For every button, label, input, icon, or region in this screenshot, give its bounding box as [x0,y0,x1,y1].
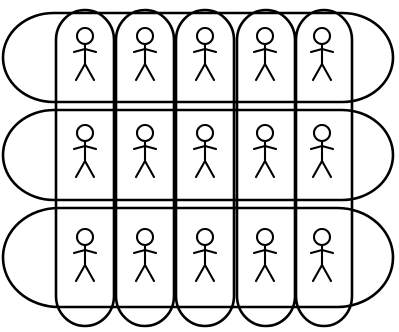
stick-figure-icon [74,125,96,177]
stick-figure-icon [311,125,333,177]
figure-legs [136,265,154,281]
figure-legs [196,265,214,281]
figure-head [197,28,213,44]
figure-head [314,125,330,141]
row-group-loop-2 [3,110,393,200]
figure-head [314,229,330,245]
figure-head [77,229,93,245]
stick-figure-icon [254,229,276,281]
figure-head [137,125,153,141]
stick-figure-icon [74,28,96,80]
figure-head [257,229,273,245]
stick-figure-icon [254,28,276,80]
stick-figure-icon [254,125,276,177]
stick-figure-icon [74,229,96,281]
stick-figure-icon [134,125,156,177]
figure-head [137,28,153,44]
figure-head [137,229,153,245]
figure-legs [313,161,331,177]
figure-head [257,125,273,141]
figure-legs [76,64,94,80]
figure-legs [136,161,154,177]
figure-head [77,28,93,44]
row-groups [3,13,393,307]
figure-head [314,28,330,44]
figure-head [77,125,93,141]
stick-figure-icon [194,125,216,177]
figure-head [197,229,213,245]
stick-figure-icon [134,229,156,281]
stick-figure-icon [311,28,333,80]
stick-figure-icon [194,229,216,281]
stick-figure-icon [134,28,156,80]
figure-legs [196,64,214,80]
figure-legs [76,265,94,281]
figure-legs [313,64,331,80]
stick-figure-icon [194,28,216,80]
stick-figure-icon [311,229,333,281]
figure-legs [256,161,274,177]
figure-head [197,125,213,141]
figure-legs [256,64,274,80]
column-group-loop-5 [296,10,352,326]
row-group-loop-1 [3,13,393,102]
figure-legs [136,64,154,80]
figure-head [257,28,273,44]
figure-legs [256,265,274,281]
row-group-loop-3 [3,208,393,307]
figure-legs [76,161,94,177]
figure-legs [196,161,214,177]
figure-legs [313,265,331,281]
